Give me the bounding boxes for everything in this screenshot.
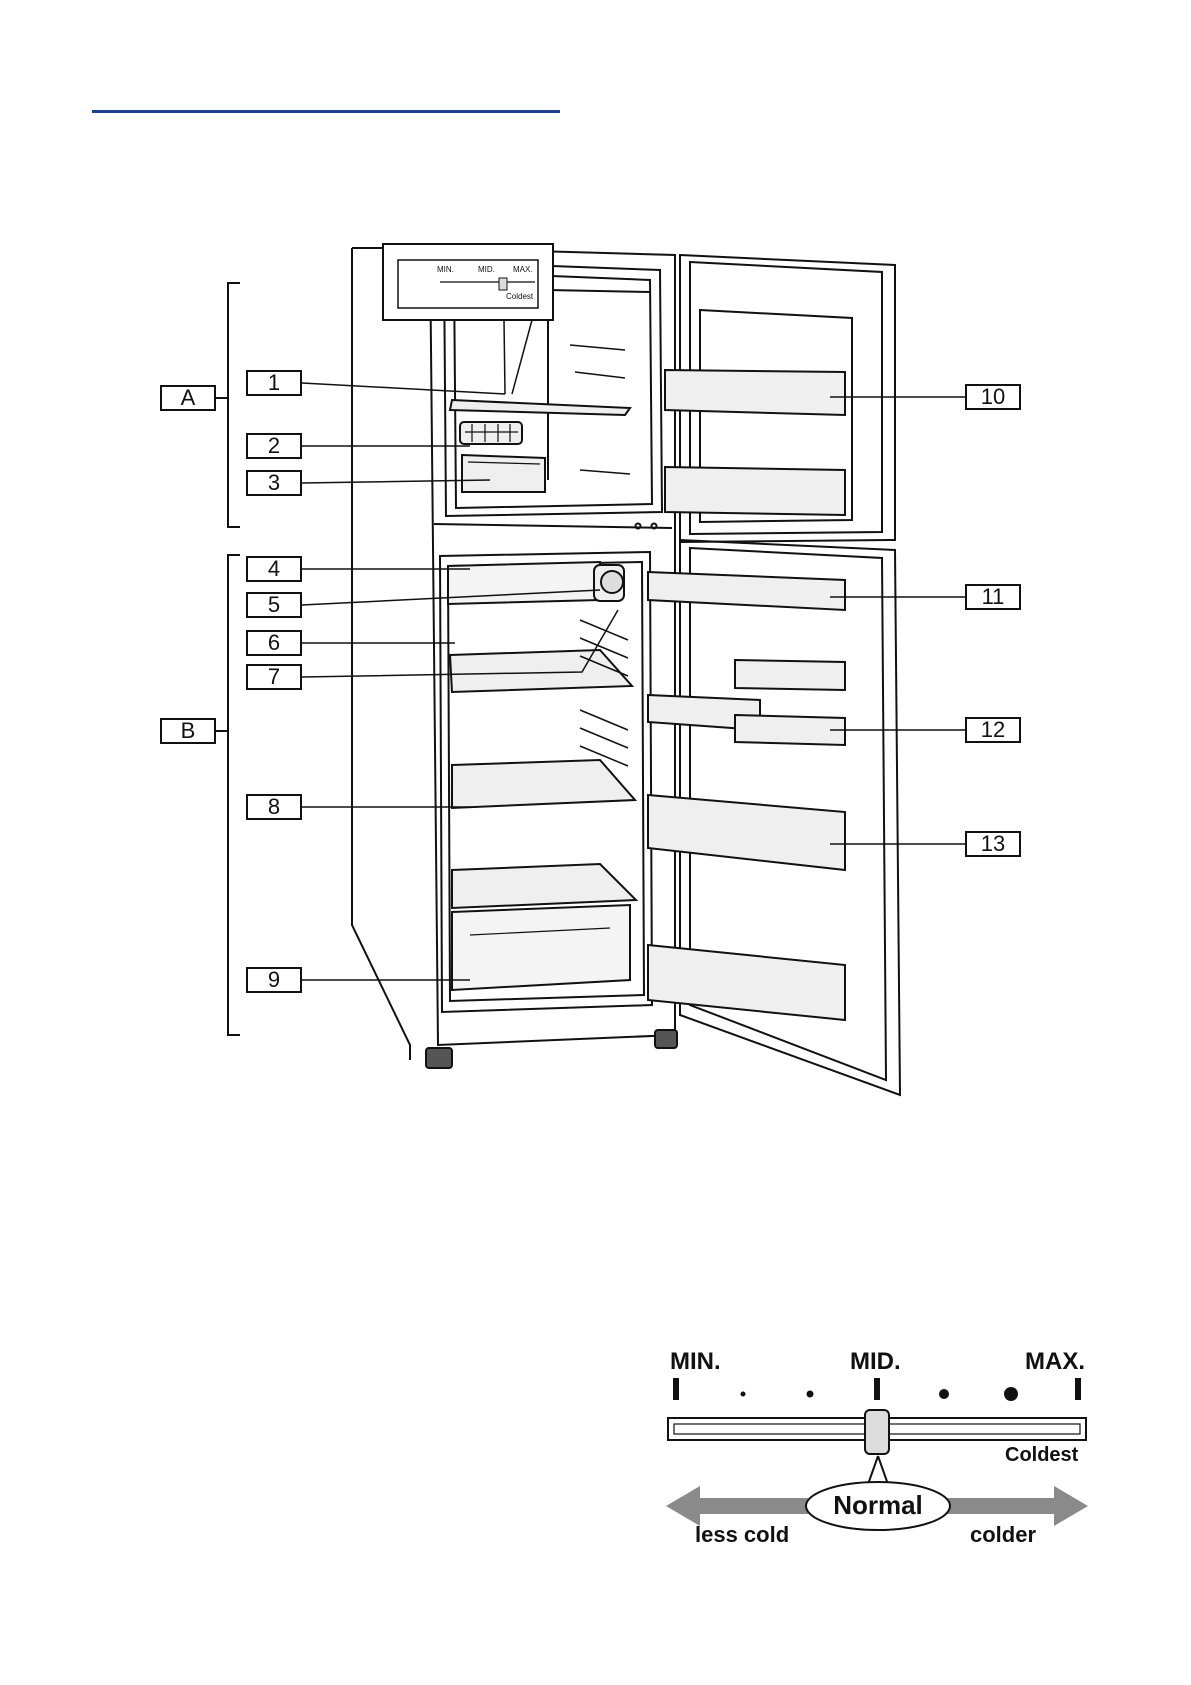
- scale-slider-knob[interactable]: [865, 1410, 889, 1454]
- glass-shelf-lower: [452, 760, 635, 808]
- inset-coldest-label: Coldest: [506, 292, 533, 301]
- scale-dot-mark: [939, 1389, 949, 1399]
- label-4: 4: [246, 556, 302, 582]
- inset-min-label: MIN.: [437, 265, 454, 274]
- inset-mid-label: MID.: [478, 265, 495, 274]
- label-A: A: [160, 385, 216, 411]
- scale-min-label: MIN.: [670, 1348, 721, 1376]
- scale-dot-mark: [807, 1391, 814, 1398]
- colder-arrow: [946, 1486, 1088, 1526]
- scale-major-mark: [673, 1378, 679, 1400]
- ice-cube-box: [462, 455, 545, 492]
- thermostat-knob: [601, 571, 623, 593]
- scale-dot-mark: [741, 1392, 746, 1397]
- scale-max-label: MAX.: [1025, 1348, 1085, 1376]
- scale-normal-label: Normal: [828, 1490, 928, 1521]
- door-rack-small-right: [735, 715, 845, 745]
- label-12: 12: [965, 717, 1021, 743]
- scale-less-cold-label: less cold: [695, 1522, 789, 1548]
- label-1: 1: [246, 370, 302, 396]
- inset-max-label: MAX.: [513, 265, 533, 274]
- less-cold-arrow: [666, 1486, 808, 1526]
- egg-tray: [735, 660, 845, 690]
- label-8: 8: [246, 794, 302, 820]
- cabinet-side: [352, 248, 410, 1060]
- bottle-rack: [648, 945, 845, 1020]
- freezer-door-rack-upper: [665, 370, 845, 415]
- scale-major-mark: [1075, 1378, 1081, 1400]
- bracket-freezer: [228, 283, 240, 527]
- fan-cover: [448, 562, 600, 604]
- label-2: 2: [246, 433, 302, 459]
- label-10: 10: [965, 384, 1021, 410]
- scale-coldest-label: Coldest: [1005, 1444, 1078, 1467]
- scale-mid-label: MID.: [850, 1348, 901, 1376]
- label-11: 11: [965, 584, 1021, 610]
- scale-major-mark: [874, 1378, 880, 1400]
- label-9: 9: [246, 967, 302, 993]
- label-B: B: [160, 718, 216, 744]
- glass-shelf-upper: [450, 650, 632, 692]
- label-5: 5: [246, 592, 302, 618]
- scale-dot-mark: [1004, 1387, 1018, 1401]
- ice-tray: [460, 422, 522, 444]
- freezer-shelf: [450, 400, 630, 415]
- door-rack-top: [648, 572, 845, 610]
- door-rack-middle: [648, 795, 845, 870]
- freezer-door-rack-lower: [665, 467, 845, 515]
- crisper-cover: [452, 864, 636, 908]
- vegetable-crisper: [452, 905, 630, 990]
- label-3: 3: [246, 470, 302, 496]
- label-7: 7: [246, 664, 302, 690]
- label-6: 6: [246, 630, 302, 656]
- scale-colder-label: colder: [970, 1522, 1036, 1548]
- bracket-fridge: [228, 555, 240, 1035]
- label-13: 13: [965, 831, 1021, 857]
